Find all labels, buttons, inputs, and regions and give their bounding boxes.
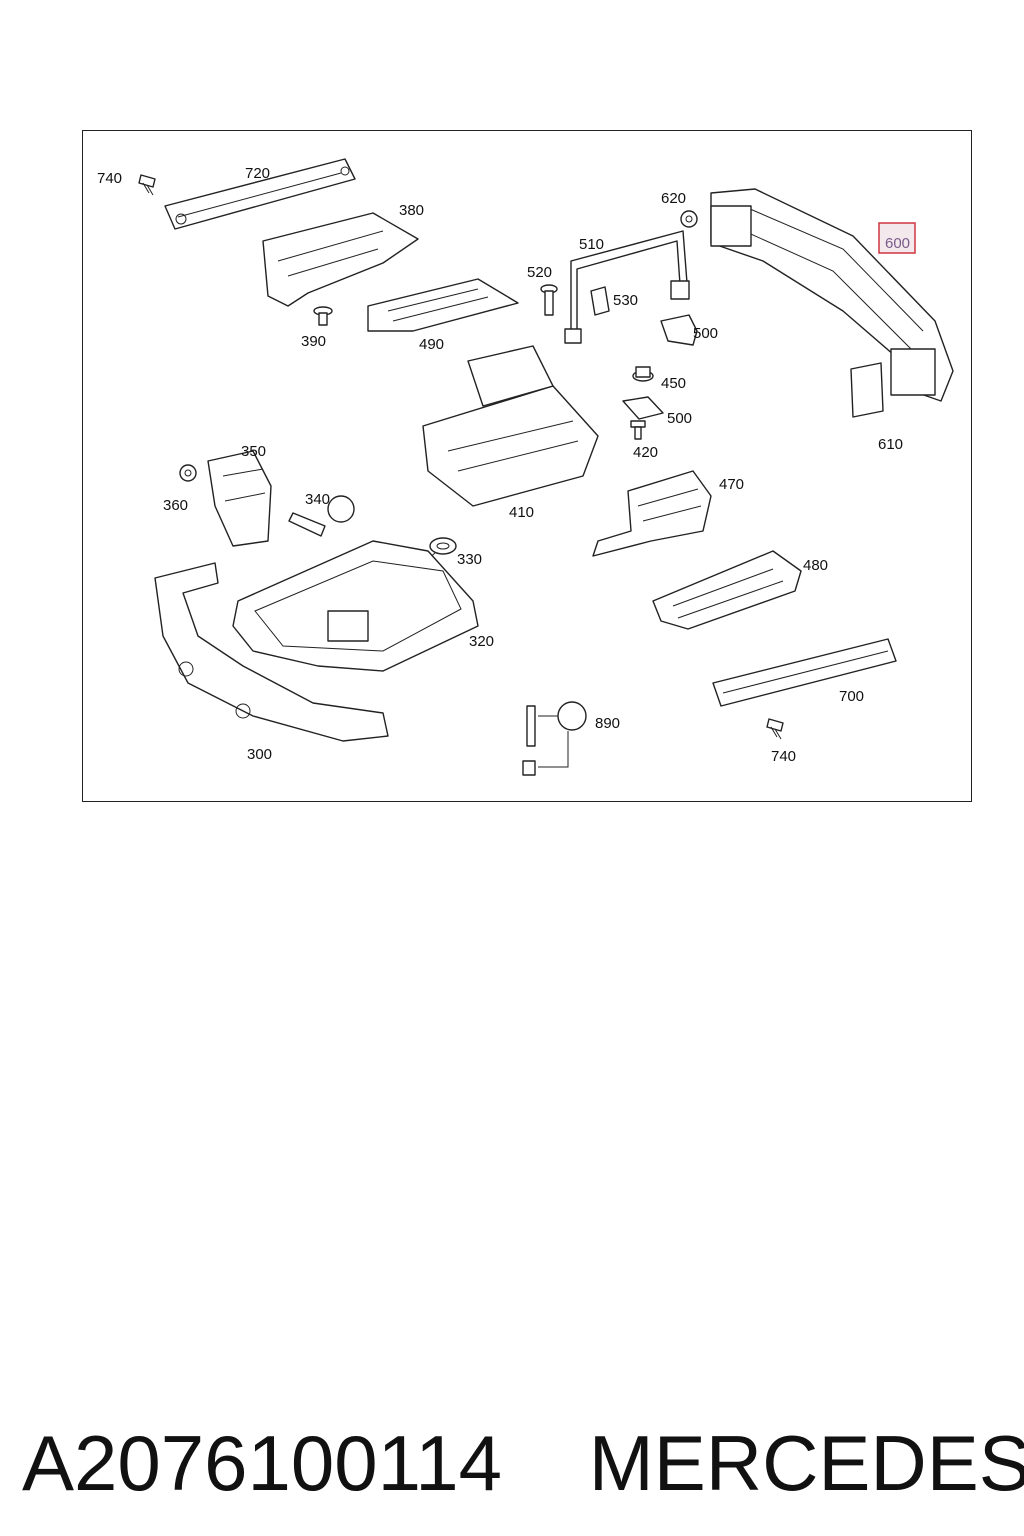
label-740b: 740 [771,748,796,765]
part-480-floor-panel [652,550,802,630]
label-600: 600 [885,235,910,252]
label-470: 470 [719,476,744,493]
label-620: 620 [661,190,686,207]
label-420: 420 [633,444,658,461]
part-320-spare-wheel-well [232,540,479,672]
part-number-caption: A2076100114 MERCEDES [22,1418,1024,1509]
part-700-crossmember [712,638,897,707]
part-470-bracket [592,470,712,557]
part-510-strap [564,230,690,344]
label-530: 530 [613,292,638,309]
label-330: 330 [457,551,482,568]
caption-gap [502,1419,589,1507]
part-300-rear-panel [154,562,389,742]
label-410: 410 [509,504,534,521]
part-720-crossmember [164,158,356,230]
label-350: 350 [241,443,266,460]
label-610: 610 [878,436,903,453]
label-490: 490 [419,336,444,353]
part-420-stud [630,420,646,440]
part-610-plate [850,362,884,418]
part-740-screw-b [766,718,784,740]
part-890-bolts [522,701,587,776]
label-320: 320 [469,633,494,650]
part-350-bracket [207,450,272,547]
part-410-tray [422,345,599,507]
part-450-nut [632,366,654,382]
part-490-panel [367,278,519,332]
part-620-nut [680,210,698,228]
parts-diagram-frame: 740 720 380 390 490 620 510 520 530 500 … [82,130,972,802]
part-500-bracket-a [660,314,698,346]
label-340: 340 [305,491,330,508]
highlight-box-600 [878,222,916,254]
label-520: 520 [527,264,552,281]
label-480: 480 [803,557,828,574]
label-890: 890 [595,715,620,732]
label-500b: 500 [667,410,692,427]
part-390-fastener [313,306,333,326]
label-740a: 740 [97,170,122,187]
part-380-bracket [262,212,419,307]
label-360: 360 [163,497,188,514]
part-740-screw-a [138,174,156,196]
label-700: 700 [839,688,864,705]
part-500-bracket-b [622,396,664,420]
part-340-strut [288,495,355,537]
label-390: 390 [301,333,326,350]
label-450: 450 [661,375,686,392]
label-720: 720 [245,165,270,182]
brand-name: MERCEDES [588,1419,1024,1507]
label-300: 300 [247,746,272,763]
part-360-nut [179,464,197,482]
parts-diagram: 740 720 380 390 490 620 510 520 530 500 … [97,158,954,776]
part-number: A2076100114 [22,1419,503,1507]
label-500a: 500 [693,325,718,342]
label-510: 510 [579,236,604,253]
part-530-clip [590,286,610,316]
label-380: 380 [399,202,424,219]
part-600-bumper-carrier [710,188,954,402]
part-520-bolt [540,284,558,316]
